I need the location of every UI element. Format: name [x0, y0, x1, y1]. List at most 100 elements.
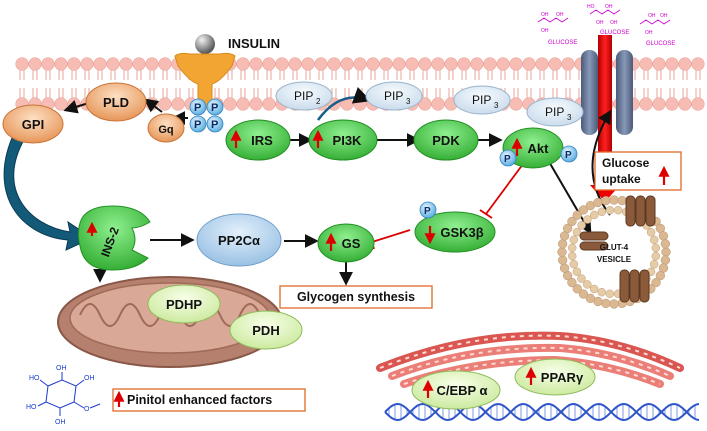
insulin-receptor: INSULIN [174, 34, 280, 109]
svg-text:OH: OH [556, 12, 564, 18]
glucose-molecules: OH OH OH GLUCOSE HO OH OH OH GLUCOSE OH OH O… [537, 4, 675, 47]
gsk3b-phosphate: P [419, 201, 437, 219]
node-gsk3b: GSK3β P [414, 201, 496, 253]
pinitol-ho-2: HO [26, 404, 37, 411]
phosphate-2: P [206, 98, 224, 116]
inhibit-gsk3b-gs [371, 229, 411, 243]
akt-phosphate-left: P [499, 149, 517, 167]
glut4-vesicle-label-1: GLUT-4 [600, 243, 629, 252]
pip3-c-label: PIP [545, 105, 564, 119]
node-ppar: PPARγ [514, 358, 596, 396]
pld-label: PLD [103, 95, 129, 110]
svg-text:OH: OH [645, 30, 653, 36]
pdk-label: PDK [432, 133, 460, 148]
gs-label: GS [342, 236, 361, 251]
vesicle-glut4-proteins [579, 195, 656, 303]
pinitol-oh-2: OH [84, 375, 95, 382]
gpi-label: GPI [22, 117, 44, 132]
insulin-molecule [195, 34, 215, 54]
svg-text:OH: OH [541, 28, 549, 34]
akt-label: Akt [528, 141, 550, 156]
svg-text:OH: OH [660, 13, 668, 19]
svg-text:HO: HO [587, 4, 595, 10]
svg-text:P: P [504, 154, 511, 165]
node-cebp: C/EBP α [411, 370, 501, 410]
pip2-label: PIP [294, 89, 313, 103]
glucose-molecule-3: OH OH OH GLUCOSE [639, 13, 675, 47]
svg-text:P: P [424, 206, 431, 217]
node-pip2: PIP 2 [275, 81, 333, 111]
dna-helix [384, 402, 700, 422]
svg-text:P: P [194, 119, 201, 131]
akt-phosphate-right: P [560, 145, 578, 163]
inhibit-akt-gsk3b-bar [479, 209, 493, 219]
svg-text:OH: OH [610, 20, 618, 26]
inhibit-akt-gsk3b [485, 159, 527, 215]
pinitol-methoxy-o: O [84, 406, 90, 413]
pdhp-label: PDHP [166, 297, 202, 312]
pinitol-ho-1: HO [29, 375, 40, 382]
node-pip3-a: PIP 3 [365, 81, 423, 111]
pinitol-legend-label: Pinitol enhanced factors [127, 393, 272, 407]
gpi-to-ins2-curved-arrow [3, 137, 94, 251]
pip3-a-label: PIP [384, 89, 403, 103]
irs-label: IRS [251, 133, 273, 148]
arrow-gq-to-pld [143, 98, 163, 113]
glucose-label-1: GLUCOSE [548, 40, 577, 46]
cebp-label: C/EBP α [436, 383, 487, 398]
glycogen-synthesis-label: Glycogen synthesis [297, 290, 415, 304]
pinitol-legend: Pinitol enhanced factors [112, 388, 306, 412]
svg-text:P: P [565, 150, 572, 161]
node-gq: Gq [147, 113, 185, 143]
glucose-uptake-box: Glucose uptake [594, 151, 682, 191]
node-irs: IRS [225, 119, 291, 161]
receptor-phosphates: P P P P [189, 98, 224, 133]
svg-text:P: P [211, 119, 218, 131]
pdh-label: PDH [252, 323, 279, 338]
node-pi3k: PI3K [308, 119, 378, 161]
pip3-c-subscript: 3 [567, 113, 572, 122]
pip3-a-subscript: 3 [406, 97, 411, 106]
node-pdh: PDH [229, 310, 303, 350]
pp2c-label: PP2Cα [218, 233, 260, 248]
svg-text:P: P [194, 102, 201, 114]
arrow-vesicle-to-membrane [591, 109, 612, 216]
arrow-pip2-to-pip3 [316, 87, 372, 121]
akt-phosphates: P P [499, 145, 578, 167]
node-gs: GS [317, 223, 375, 263]
glucose-uptake-label-2: uptake [602, 172, 641, 186]
glucose-label-2: GLUCOSE [600, 30, 629, 36]
svg-text:OH: OH [648, 13, 656, 19]
node-pdhp: PDHP [147, 284, 221, 324]
glycogen-synthesis-box: Glycogen synthesis [279, 285, 433, 309]
glucose-uptake-label-1: Glucose [602, 156, 650, 170]
svg-text:OH: OH [605, 4, 613, 10]
pinitol-oh-1: OH [56, 365, 67, 372]
pi3k-label: PI3K [333, 133, 363, 148]
regulation-arrows [86, 129, 670, 407]
phosphate-4: P [206, 115, 224, 133]
ppar-label: PPARγ [541, 370, 584, 385]
insulin-label: INSULIN [228, 36, 280, 51]
pip2-subscript: 2 [316, 97, 321, 106]
pip3-b-label: PIP [472, 93, 491, 107]
phosphate-3: P [189, 115, 207, 133]
glucose-label-3: GLUCOSE [646, 41, 675, 47]
node-pip3-c: PIP 3 [526, 97, 584, 127]
svg-text:P: P [211, 102, 218, 114]
arrow-akt-to-glut4 [547, 159, 592, 235]
node-pld: PLD [85, 82, 147, 122]
node-pdk: PDK [413, 119, 479, 161]
glut4-vesicle-label-2: VESICLE [597, 255, 632, 264]
node-ins2: INS-2 [77, 205, 151, 271]
pip3-b-subscript: 3 [494, 101, 499, 110]
gq-label: Gq [158, 124, 173, 136]
node-pip3-b: PIP 3 [453, 85, 511, 115]
pinitol-oh-3: OH [55, 419, 66, 426]
gsk3b-label: GSK3β [440, 225, 483, 240]
phosphate-1: P [189, 98, 207, 116]
pinitol-structure: OH OH HO HO OH O [26, 365, 101, 426]
